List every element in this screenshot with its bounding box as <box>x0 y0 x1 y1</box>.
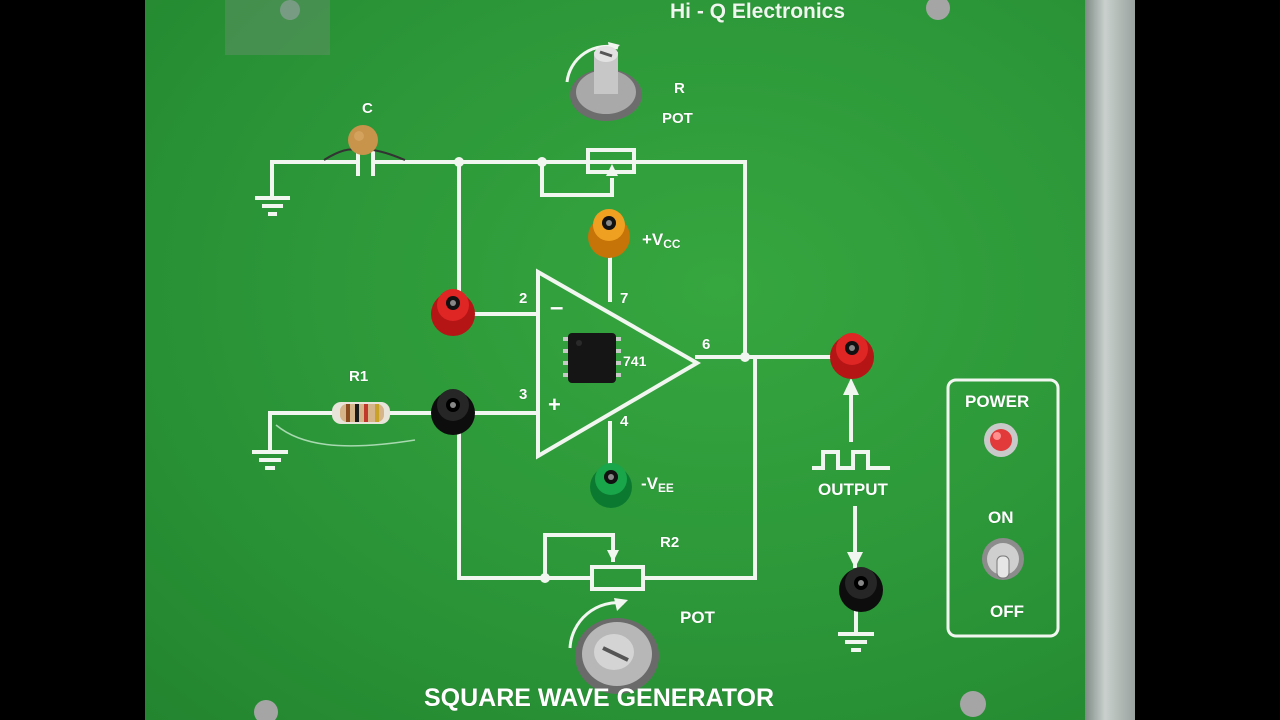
r-label: R <box>674 80 685 97</box>
vee-prefix: -V <box>641 474 658 493</box>
socket-output-red[interactable] <box>830 333 874 379</box>
vee-label: -VEE <box>641 474 674 495</box>
output-label: OUTPUT <box>818 480 888 499</box>
ceramic-capacitor <box>323 125 406 161</box>
socket-inverting-red[interactable] <box>431 289 475 336</box>
pin-3-label: 3 <box>519 386 528 403</box>
off-label: OFF <box>990 602 1024 621</box>
thin-wire <box>275 424 416 447</box>
c-label: C <box>362 100 373 117</box>
rotation-arrow-bottom-head <box>614 598 628 611</box>
on-label: ON <box>988 508 1014 527</box>
r-pot-symbol <box>586 148 636 174</box>
power-label: POWER <box>965 392 1030 411</box>
ic-chip <box>563 333 621 383</box>
pin-2-label: 2 <box>519 290 528 307</box>
junction-dots <box>454 157 750 583</box>
pin-4-label: 4 <box>620 413 629 430</box>
circuit-traces <box>268 160 858 634</box>
power-led <box>984 423 1018 457</box>
pot2-label: POT <box>680 608 715 627</box>
vcc-prefix: +V <box>642 230 664 249</box>
ground-symbols <box>252 196 874 652</box>
resistor-r1 <box>332 402 390 424</box>
capacitor-symbol <box>356 150 375 176</box>
r2-label: R2 <box>660 534 680 551</box>
ic-label: 741 <box>623 353 647 369</box>
bottom-potentiometer[interactable] <box>575 618 659 694</box>
pin-7-label: 7 <box>620 290 629 307</box>
vcc-label: +VCC <box>642 230 680 251</box>
board-title: SQUARE WAVE GENERATOR <box>424 684 775 712</box>
top-potentiometer[interactable] <box>570 46 642 121</box>
socket-noninverting-black[interactable] <box>431 389 475 435</box>
pin-6-label: 6 <box>702 336 711 353</box>
tape-residue <box>225 0 330 55</box>
socket-vcc-orange[interactable] <box>588 209 630 258</box>
r1-label: R1 <box>349 368 369 385</box>
power-toggle-switch[interactable] <box>982 538 1024 580</box>
output-arrow-up <box>843 378 859 395</box>
pot-wiper-arrow-bottom <box>607 550 619 562</box>
brand-name: Hi - Q Electronics <box>670 0 846 23</box>
noninverting-sign: + <box>548 392 561 417</box>
rotation-arrow-bottom <box>568 601 625 649</box>
r2-pot-symbol <box>590 565 645 591</box>
r-pot-label: POT <box>662 110 693 127</box>
vee-subscript: EE <box>658 481 674 495</box>
socket-vee-green[interactable] <box>590 463 632 508</box>
inverting-sign: – <box>550 294 564 321</box>
vcc-subscript: CC <box>663 237 681 251</box>
socket-ground-black[interactable] <box>839 567 883 612</box>
opamp-symbol <box>536 268 701 460</box>
output-arrow-down <box>847 552 863 568</box>
power-panel <box>946 378 1060 638</box>
square-wave-icon <box>812 450 890 470</box>
metal-frame <box>1085 0 1135 720</box>
